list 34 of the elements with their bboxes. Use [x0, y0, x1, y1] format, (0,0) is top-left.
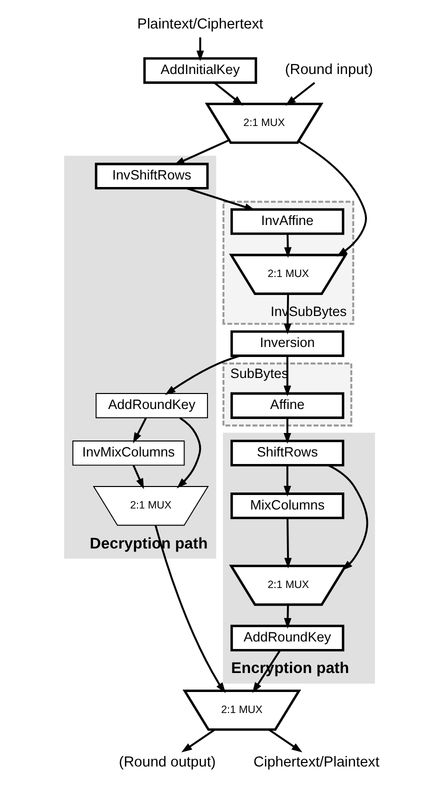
- node-text: Ciphertext/Plaintext: [252, 754, 379, 770]
- arrow: [298, 140, 366, 257]
- arrow: [196, 37, 204, 62]
- node-box: Inversion: [230, 330, 344, 357]
- arrow: [154, 525, 226, 694]
- arrow: [283, 356, 291, 396]
- arrow: [180, 729, 215, 752]
- node-box: InvShiftRows: [94, 162, 208, 190]
- node-text: (Round output): [118, 754, 216, 770]
- arrow: [132, 464, 144, 490]
- arrow: [284, 234, 292, 258]
- arrow: [186, 187, 255, 211]
- arrow: [132, 418, 146, 444]
- arrow: [213, 82, 243, 106]
- node-box: InvAffine: [230, 208, 344, 235]
- arrow: [164, 354, 240, 395]
- arrow: [283, 418, 291, 444]
- node-box: Affine: [230, 392, 344, 419]
- node-box: AddRoundKey: [230, 624, 344, 652]
- node-box: AddInitialKey: [142, 57, 257, 84]
- arrow: [268, 729, 302, 752]
- node-text: Plaintext/Ciphertext: [136, 16, 263, 32]
- node-box: MixColumns: [230, 492, 344, 520]
- arrow: [284, 82, 315, 106]
- node-box: AddRoundKey: [95, 393, 208, 418]
- node-box: InvMixColumns: [72, 440, 184, 466]
- node-text: (Round input): [284, 62, 372, 78]
- arrow: [176, 417, 201, 488]
- arrow: [173, 139, 229, 166]
- arrow: [283, 465, 291, 497]
- arrow: [284, 604, 291, 629]
- arrow: [284, 518, 292, 569]
- arrow: [327, 464, 368, 570]
- node-box: ShiftRows: [230, 440, 344, 466]
